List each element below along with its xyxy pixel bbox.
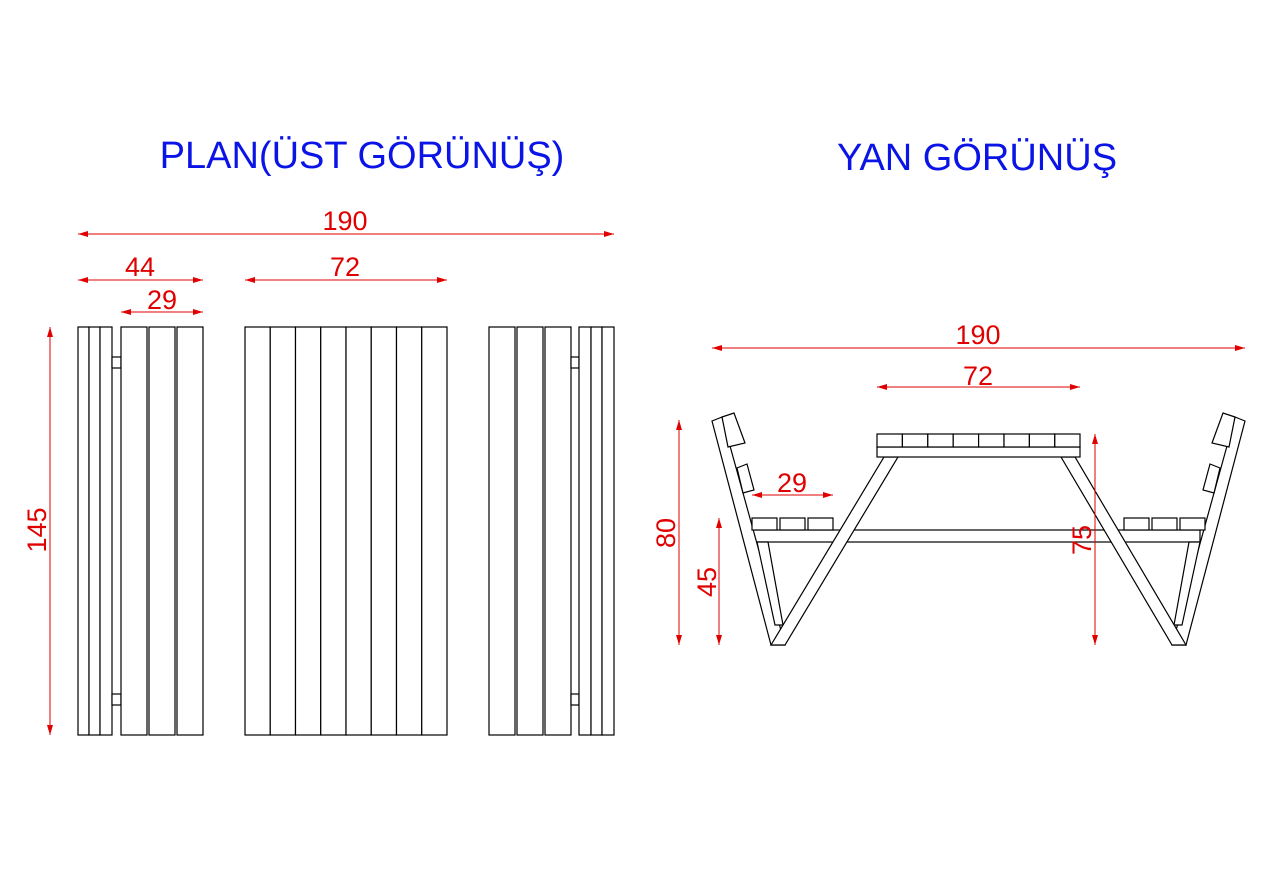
left-seat-planks <box>751 517 834 531</box>
plan-table-top <box>244 326 448 736</box>
dim-label-29: 29 <box>147 285 177 315</box>
dim-label-190: 190 <box>322 206 367 236</box>
left-backrest-plank <box>736 463 755 494</box>
plan-view-title: PLAN(ÜST GÖRÜNÜŞ) <box>160 135 565 177</box>
side-view: 190 72 29 80 45 75 <box>651 320 1246 646</box>
seat-beam <box>751 529 1201 543</box>
plan-view: 190 44 72 29 145 <box>22 206 615 736</box>
side-dim-label-75: 75 <box>1067 525 1097 555</box>
dim-label-145: 145 <box>22 507 52 552</box>
side-dim-label-72: 72 <box>963 361 993 391</box>
plan-right-bench <box>488 326 615 736</box>
dim-label-44: 44 <box>125 252 155 282</box>
dim-label-72: 72 <box>330 252 360 282</box>
side-dim-label-80: 80 <box>651 518 681 548</box>
right-seat-planks <box>1123 517 1206 531</box>
side-dim-label-45: 45 <box>692 567 722 597</box>
side-dim-label-190: 190 <box>955 320 1000 350</box>
plan-left-bench <box>77 326 204 736</box>
side-view-title: YAN GÖRÜNÜŞ <box>837 137 1117 179</box>
right-backrest-plank <box>1211 412 1236 448</box>
left-backrest-plank <box>721 412 746 448</box>
right-backrest-plank <box>1202 463 1221 494</box>
table-top-planks <box>876 433 1081 448</box>
table-apron <box>876 446 1081 458</box>
side-dim-label-29: 29 <box>777 468 807 498</box>
